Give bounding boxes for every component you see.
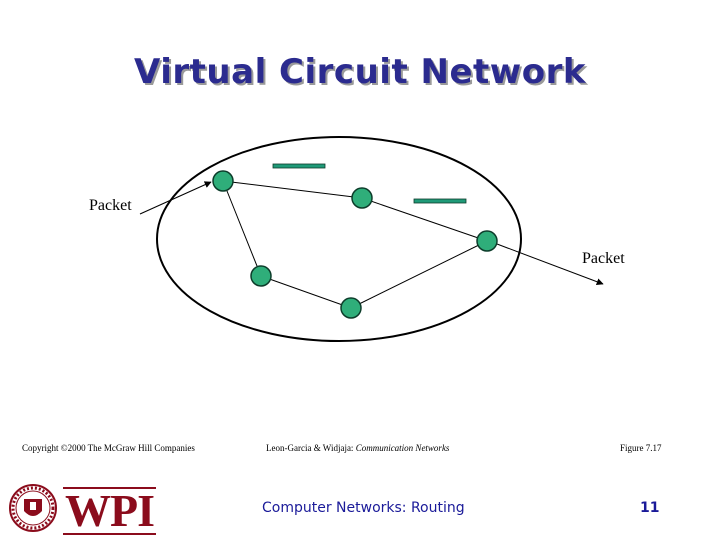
wpi-logo: WPI (8, 483, 156, 535)
figure-number: Figure 7.17 (620, 443, 662, 453)
link (222, 180, 262, 277)
copyright-text: Copyright ©2000 The McGraw Hill Companie… (22, 443, 195, 453)
buffer-bar (272, 163, 326, 169)
link (222, 180, 363, 199)
slide-title: Virtual Circuit Network (134, 52, 586, 92)
book-citation: Leon-Garcia & Widjaja: Communication Net… (266, 443, 449, 453)
switch-node (212, 170, 234, 192)
book-title-text: Communication Networks (355, 443, 450, 453)
network-boundary (156, 136, 522, 342)
packet-out-label: Packet (582, 250, 625, 267)
switch-node (351, 187, 373, 209)
link (260, 275, 352, 309)
packet-out-arrow (496, 243, 604, 286)
switch-node (340, 297, 362, 319)
wpi-logo-text: WPI (63, 485, 156, 536)
switch-node (476, 230, 498, 252)
seal-icon (9, 484, 57, 532)
buffer-bar (413, 198, 467, 204)
packet-in-label: Packet (89, 197, 132, 214)
authors-text: Leon-Garcia & Widjaja: (266, 443, 354, 453)
course-title: Computer Networks: Routing (262, 500, 465, 516)
link (350, 240, 488, 309)
link (361, 197, 488, 242)
packet-in-arrow (139, 181, 212, 215)
page-number: 11 (640, 500, 660, 516)
switch-node (250, 265, 272, 287)
